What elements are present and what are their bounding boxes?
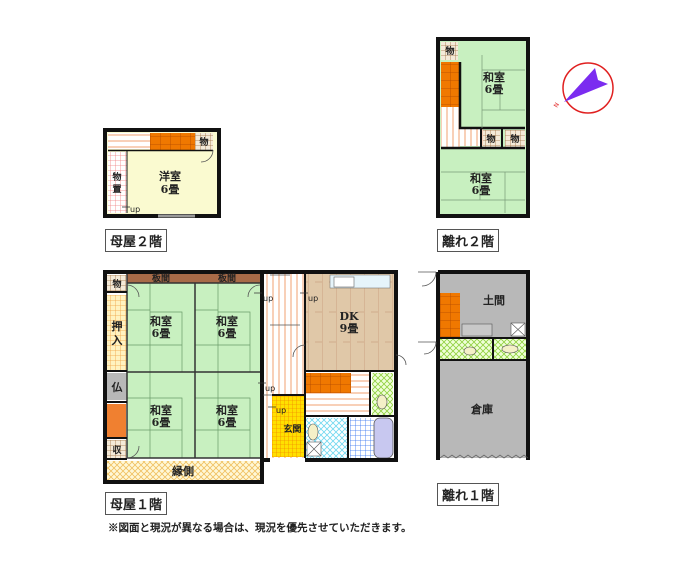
annex-2f-label: 離れ２階: [437, 229, 500, 252]
stairs: [441, 62, 460, 107]
main-2f-label: 母屋２階: [105, 229, 168, 252]
room-size: 6畳: [161, 183, 180, 196]
room-size: 9畳: [340, 322, 359, 335]
annex-2f-plan: 物 和室 6畳 物 物 和室 6畳: [436, 37, 530, 218]
up-marker: up: [308, 294, 318, 303]
stair-landing: [108, 133, 150, 149]
stairs: [439, 293, 460, 337]
compass-icon: N: [553, 62, 614, 114]
annex-1f-label: 離れ１階: [437, 483, 500, 506]
north-label: N: [553, 102, 561, 109]
up-marker: up: [263, 294, 273, 303]
stairs: [150, 133, 195, 150]
room-name: 倉庫: [470, 402, 493, 416]
room-name: 洋室: [159, 169, 181, 183]
room-size: 6畳: [218, 416, 237, 429]
room-size: 6畳: [152, 416, 171, 429]
board-room-label: 板間: [218, 272, 236, 284]
up-marker: up: [265, 384, 275, 393]
storage-label: 物: [510, 133, 519, 145]
up-marker: up: [276, 406, 286, 415]
bathroom: [350, 418, 374, 458]
entrance-label: 玄: [283, 423, 292, 435]
up-marker: up: [130, 205, 140, 214]
room-name: 和室: [150, 314, 172, 328]
room-name: 土間: [483, 293, 505, 307]
veranda: [107, 461, 260, 480]
storage-label: 物: [445, 45, 454, 57]
room-name: 和室: [483, 70, 505, 84]
storage-label: 物: [112, 171, 121, 183]
main-1f-label: 母屋１階: [105, 492, 168, 515]
room-name: 和室: [150, 403, 172, 417]
room-name: 和室: [216, 403, 238, 417]
stairs: [306, 373, 351, 393]
room-name: 和室: [216, 314, 238, 328]
storage-label: 置: [112, 184, 121, 195]
storage-top: [195, 133, 213, 150]
storage-label: 物: [486, 133, 495, 145]
room-size: 6畳: [152, 327, 171, 340]
entrance-label: 関: [292, 424, 301, 435]
toilet-icon: [376, 394, 388, 410]
closet-label: 入: [112, 334, 123, 347]
storage-label: 物: [199, 136, 208, 148]
warehouse: [439, 361, 527, 458]
toilet-icon: [501, 344, 519, 354]
room-name: DK: [339, 310, 359, 323]
room-size: 6畳: [218, 327, 237, 340]
tatami-rooms: [127, 283, 260, 458]
toilet-area: [439, 339, 527, 359]
toilet-room: [372, 373, 393, 416]
storage-side: [108, 152, 127, 213]
room-size: 6畳: [472, 184, 491, 197]
dining-kitchen: [305, 274, 395, 371]
disclaimer-note: ※図面と現況が異なる場合は、現況を優先させていただきます。: [108, 522, 412, 534]
bathtub-icon: [373, 417, 394, 459]
storage-label: 物: [112, 278, 121, 290]
board-room-label: 板間: [152, 272, 170, 284]
toilet-icon: [463, 346, 477, 356]
altar-label: 仏: [112, 381, 123, 394]
closet-label: 押: [112, 319, 123, 333]
main-1f-plan: 物 板間 板間 押 入 和室 6畳 和室 6畳 仏 和室 6畳 和室 6畳 収 …: [103, 270, 407, 484]
veranda-label: 縁側: [172, 464, 194, 478]
sink-icon: [333, 276, 355, 288]
washbasin-icon: [307, 423, 319, 441]
altar: [107, 373, 127, 400]
entrance: [272, 395, 305, 457]
room-size: 6畳: [485, 83, 504, 96]
room-name: 和室: [470, 171, 492, 185]
storage-label: 収: [112, 444, 122, 456]
annex-1f-plan: 土間 倉庫: [418, 270, 530, 460]
main-2f-plan: 物 物 置 洋室 6畳 up: [103, 128, 221, 218]
closet: [107, 295, 127, 370]
